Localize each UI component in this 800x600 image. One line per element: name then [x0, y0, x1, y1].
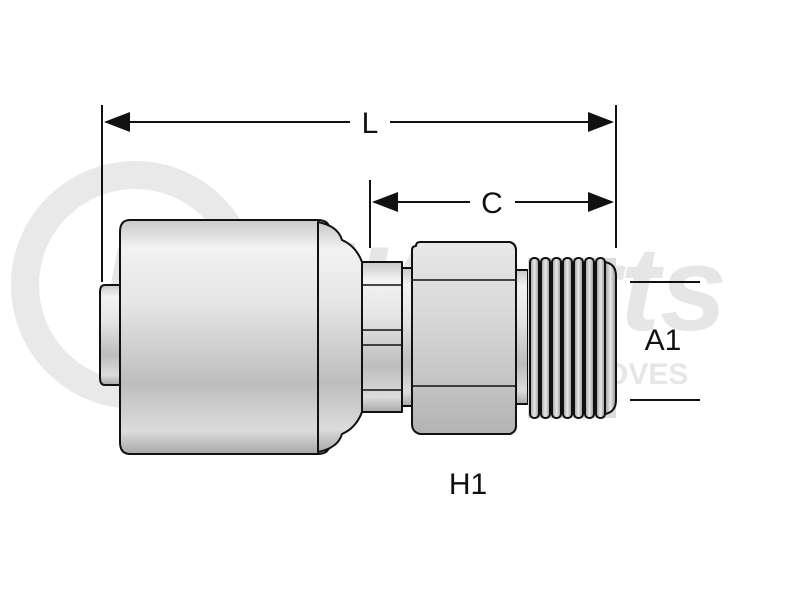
fitting — [99, 219, 617, 455]
neck — [361, 261, 403, 413]
dimension-label-c: C — [481, 187, 503, 220]
arrowhead-l-left — [104, 112, 130, 132]
ferrule-crimp-taper — [317, 221, 363, 453]
thread-base — [515, 269, 529, 405]
dimension-label-h1: H1 — [449, 468, 487, 501]
arrowhead-c-right — [588, 192, 614, 212]
arrowhead-l-right — [588, 112, 614, 132]
ferrule-shell — [119, 219, 331, 455]
male-thread — [528, 257, 617, 419]
hex-nut — [411, 241, 517, 435]
dimension-lines — [101, 105, 700, 401]
dimension-label-l: L — [362, 107, 379, 140]
insert-tail — [99, 284, 123, 386]
dimension-label-a1: A1 — [645, 324, 682, 357]
arrowhead-c-left — [372, 192, 398, 212]
